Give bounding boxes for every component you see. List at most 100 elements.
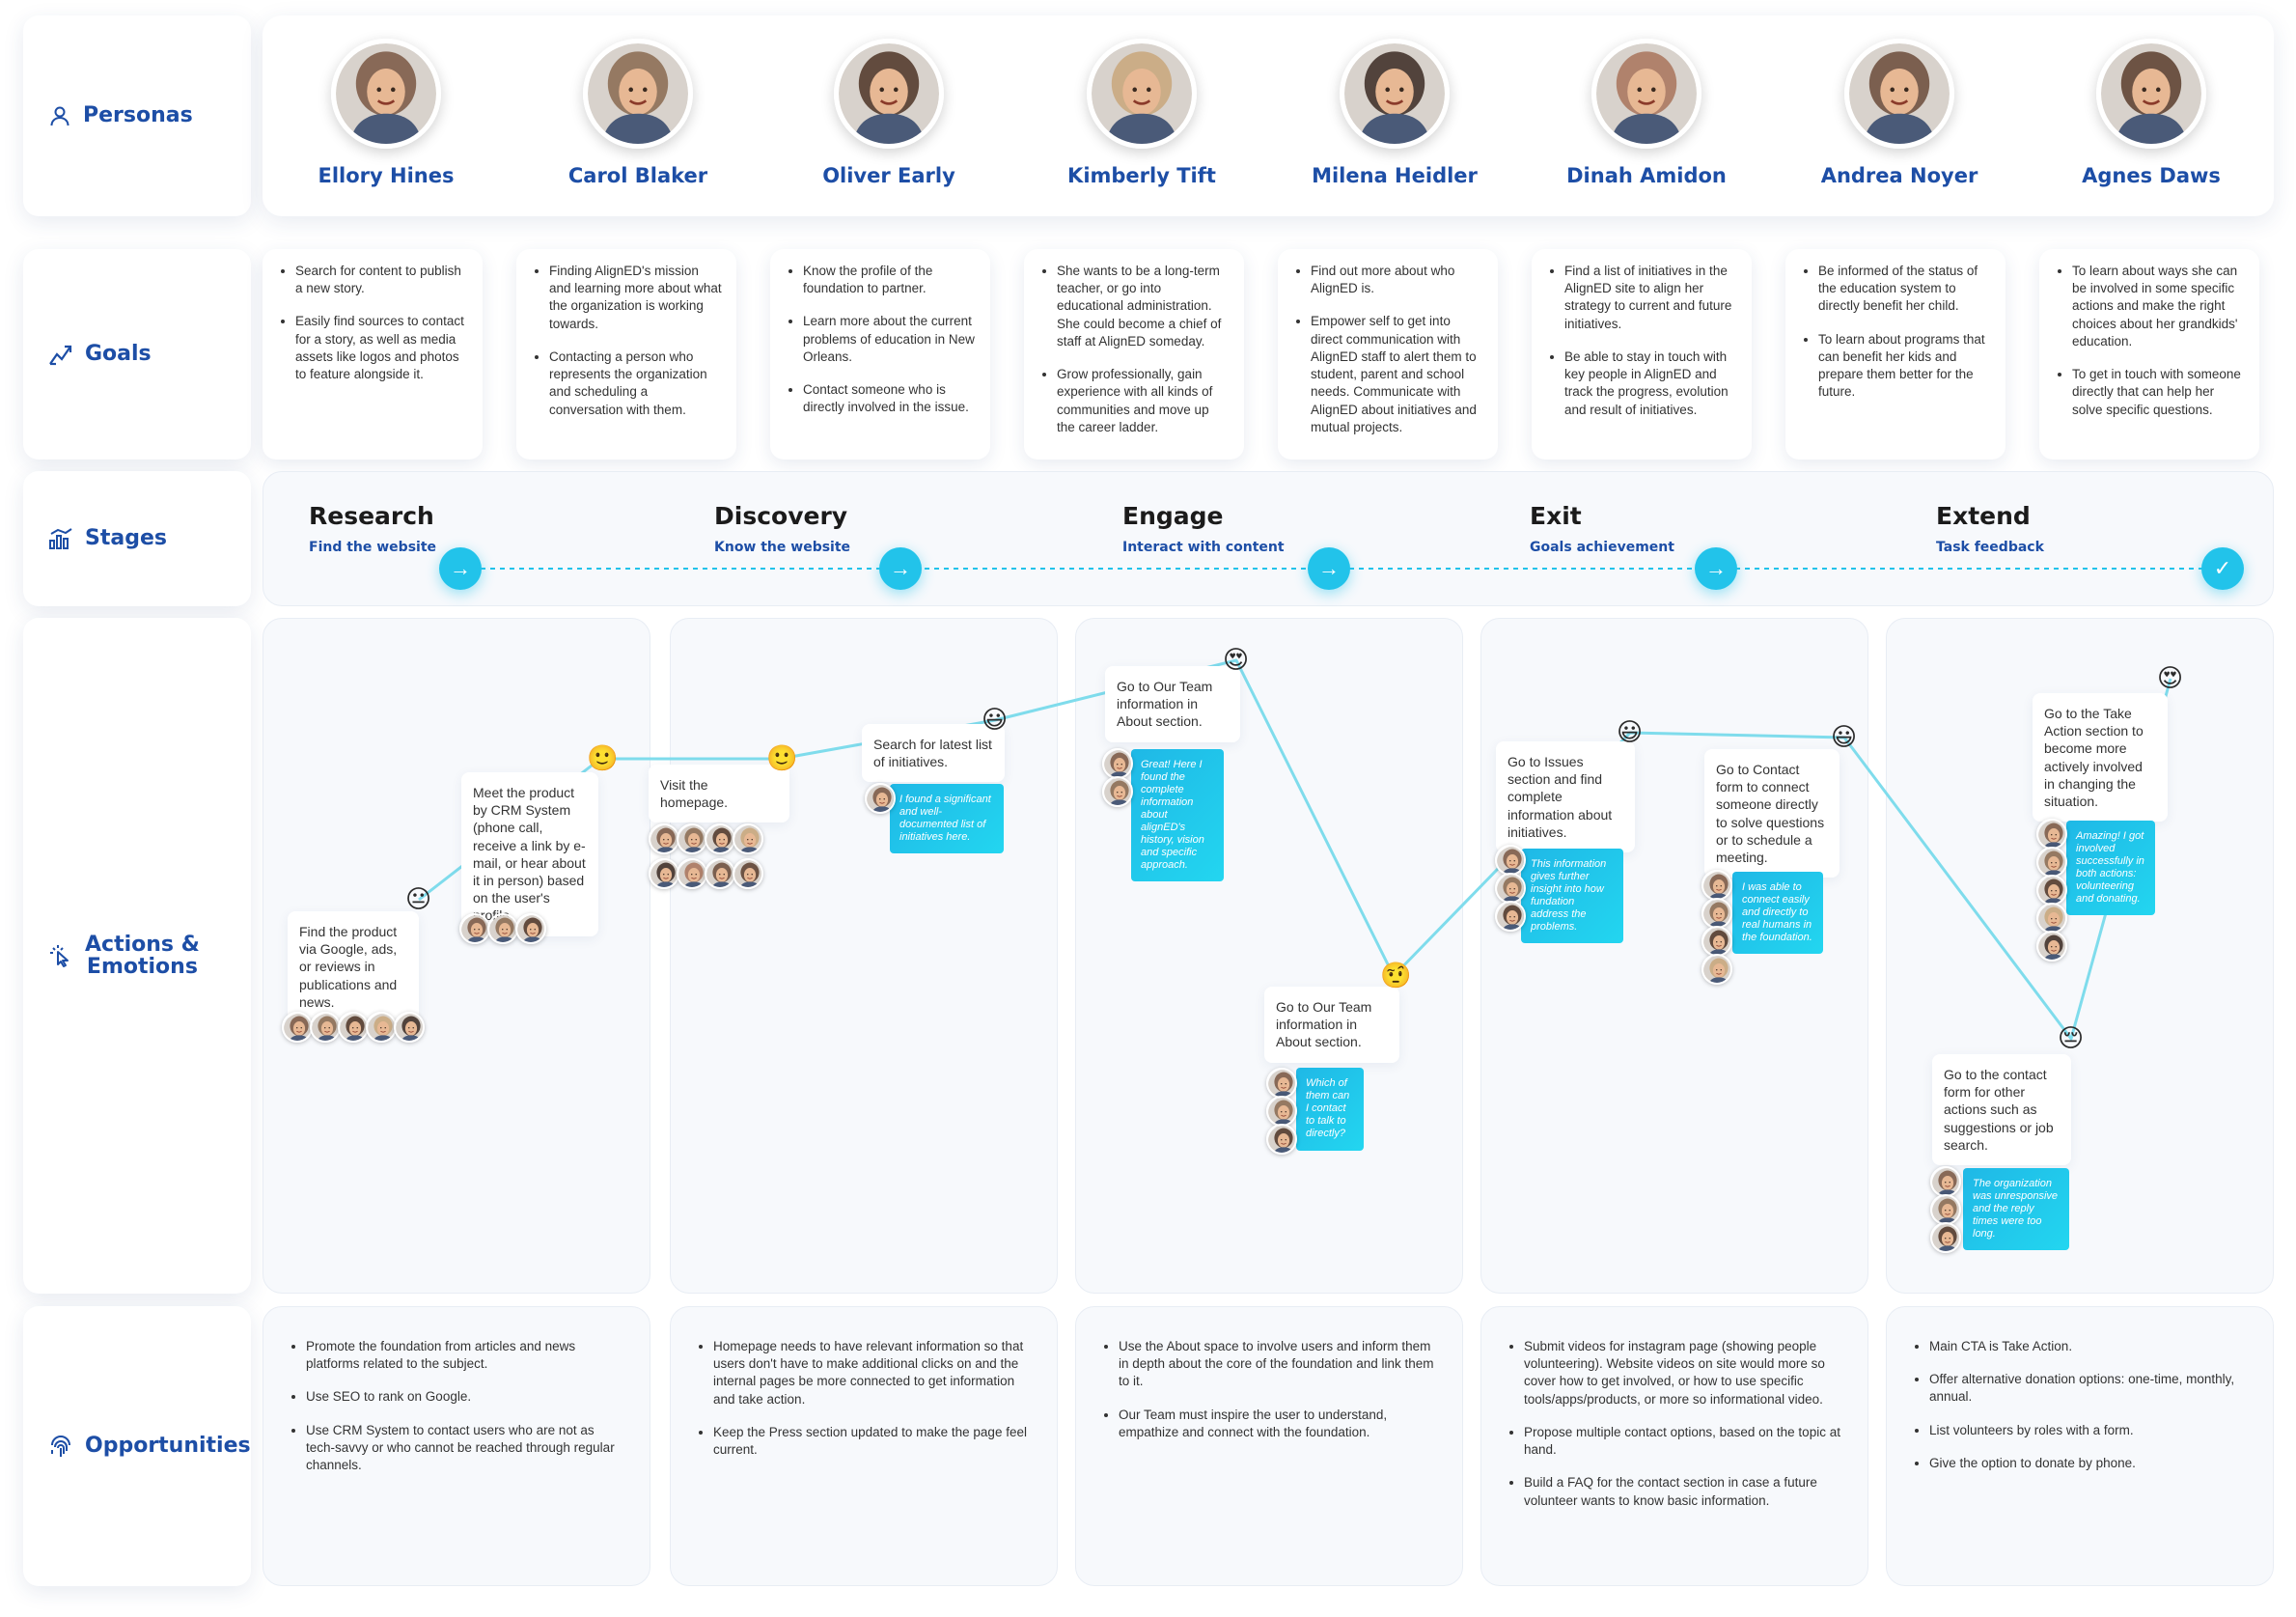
row-label-goals: Goals (23, 249, 251, 460)
emotion-emoji: 😔 (2058, 1023, 2085, 1052)
emotion-emoji: 😍 (2157, 663, 2184, 692)
persona-face-image (706, 825, 733, 852)
persona-mini-avatar (649, 823, 679, 854)
goal-item: Finding AlignED's mission and learning m… (549, 263, 723, 333)
goal-item: Be able to stay in touch with key people… (1564, 348, 1738, 419)
persona-mini-avatar (2036, 819, 2067, 850)
opportunity-list: Submit videos for instagram page (showin… (1505, 1338, 1842, 1510)
persona-photo (1092, 43, 1192, 144)
persona-name: Oliver Early (822, 164, 955, 187)
persona-mini-avatar (2036, 847, 2067, 878)
persona-face-image (1104, 778, 1131, 805)
stage-complete-button[interactable]: ✓ (2201, 547, 2244, 590)
goal-list: Find out more about who AlignED is.Empow… (1291, 263, 1484, 436)
opportunity-item: Our Team must inspire the user to unders… (1119, 1407, 1437, 1441)
arrow-right-icon: → (450, 556, 471, 580)
goal-item: To learn about programs that can benefit… (1818, 331, 1992, 402)
persona-face-image (1703, 872, 1730, 899)
persona-name: Carol Blaker (567, 164, 708, 187)
persona-mini-avatar (649, 858, 679, 889)
action-card: Go to the contact form for other actions… (1932, 1054, 2071, 1165)
emotion-line (418, 658, 2172, 1041)
fingerprint-icon (51, 1436, 70, 1457)
persona-face-image (396, 1014, 423, 1041)
persona-photo (839, 43, 939, 144)
persona-face-image (489, 915, 516, 942)
persona-mini-avatar (2036, 931, 2067, 962)
stages-panel (263, 471, 2274, 606)
goal-card: Know the profile of the foundation to pa… (770, 249, 990, 460)
persona-mini-avatar (1495, 873, 1526, 904)
persona-face-image (2038, 905, 2065, 932)
persona-mini-avatar (1930, 1166, 1961, 1197)
persona-face-image (1497, 847, 1524, 874)
action-text: Go to Contact form to connect someone di… (1716, 762, 1825, 865)
persona-face-image (517, 915, 544, 942)
goal-list: Search for content to publish a new stor… (276, 263, 469, 383)
row-label-actions: Actions & Emotions (23, 618, 251, 1294)
opportunity-item: Give the option to donate by phone. (1929, 1455, 2248, 1472)
goal-card: Find out more about who AlignED is.Empow… (1278, 249, 1498, 460)
opportunity-card: Use the About space to involve users and… (1075, 1306, 1463, 1586)
stage-subtitle: Goals achievement (1530, 540, 1674, 555)
user-quote-bubble: This information gives further insight i… (1521, 849, 1623, 943)
action-card: Visit the homepage. (649, 765, 789, 823)
goal-list: Finding AlignED's mission and learning m… (530, 263, 723, 419)
persona-photo (1344, 43, 1445, 144)
persona-face-image (2038, 821, 2065, 848)
persona-face-image (678, 860, 705, 887)
opportunity-list: Main CTA is Take Action.Offer alternativ… (1910, 1338, 2248, 1472)
opportunity-item: Use CRM System to contact users who are … (306, 1422, 624, 1475)
persona-mini-avatar (459, 913, 490, 944)
persona-face-image (2038, 849, 2065, 876)
opportunity-item: Keep the Press section updated to make t… (713, 1424, 1032, 1459)
persona-mini-avatar (677, 823, 707, 854)
user-quote-bubble: Which of them can I contact to talk to d… (1296, 1068, 1364, 1151)
persona-mini-avatar (1701, 898, 1732, 929)
user-quote-bubble: Amazing! I got involved successfully in … (2066, 821, 2155, 915)
persona-name: Milena Heidler (1312, 164, 1478, 187)
goal-list: To learn about ways she can be involved … (2053, 263, 2246, 419)
stage-subtitle: Find the website (309, 540, 437, 555)
stage-title: Engage (1122, 502, 1224, 530)
goal-item: Empower self to get into direct communic… (1311, 313, 1484, 436)
persona-mini-avatar (1266, 1124, 1297, 1155)
stage-next-button[interactable]: → (879, 547, 922, 590)
stage-subtitle: Interact with content (1122, 540, 1285, 555)
persona-face-image (734, 825, 761, 852)
row-label-text: Actions & Emotions (85, 932, 200, 979)
action-text: Go to the Take Action section to become … (2044, 706, 2144, 809)
emotion-emoji: 🤨 (1380, 961, 1412, 990)
row-label-text: Stages (85, 526, 167, 551)
action-card: Go to the Take Action section to become … (2033, 693, 2168, 822)
persona-mini-avatar (1102, 748, 1133, 779)
arrow-right-icon: → (1318, 556, 1340, 580)
persona-avatar (1087, 39, 1197, 149)
goal-item: She wants to be a long-term teacher, or … (1057, 263, 1231, 350)
persona-face-image (1932, 1196, 1959, 1223)
user-icon (50, 106, 69, 126)
persona-face-image (1497, 875, 1524, 902)
persona-face-image (368, 1014, 395, 1041)
persona-face-image (312, 1014, 339, 1041)
persona-avatar (583, 39, 693, 149)
persona-face-image (1932, 1224, 1959, 1251)
goal-item: Easily find sources to contact for a sto… (295, 313, 469, 383)
persona-face-image (1104, 750, 1131, 777)
stage-subtitle: Know the website (714, 540, 851, 555)
stage-next-button[interactable]: → (1308, 547, 1350, 590)
persona-name: Agnes Daws (2082, 164, 2221, 187)
goal-item: Find a list of initiatives in the AlignE… (1564, 263, 1738, 333)
row-label-opportunities: Opportunities (23, 1306, 251, 1586)
persona-mini-avatar (515, 913, 546, 944)
persona-mini-avatar (705, 823, 735, 854)
stage-next-button[interactable]: → (439, 547, 482, 590)
emotion-emoji: 😃 (1831, 722, 1858, 751)
persona-avatar (1340, 39, 1450, 149)
action-text: Visit the homepage. (660, 777, 729, 811)
row-label-text: Goals (85, 342, 152, 367)
stage-next-button[interactable]: → (1695, 547, 1737, 590)
row-label-text: Opportunities (85, 1434, 251, 1459)
persona-mini-avatar (338, 1012, 369, 1043)
